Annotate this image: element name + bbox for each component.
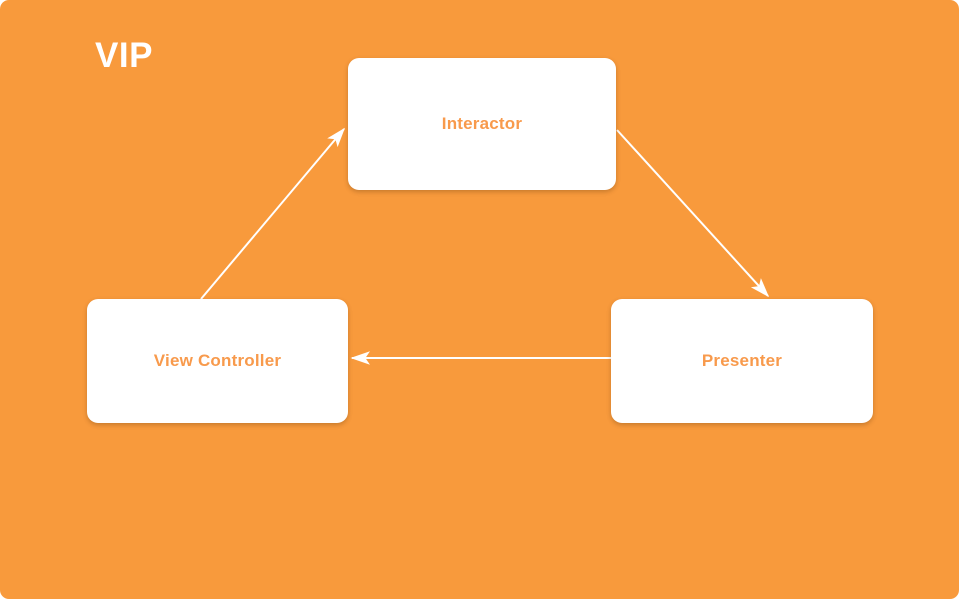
node-view-controller[interactable]: View Controller <box>87 299 348 423</box>
edge-interactor-to-presenter <box>616 129 770 298</box>
node-presenter[interactable]: Presenter <box>611 299 873 423</box>
node-view-controller-label: View Controller <box>153 351 282 370</box>
page-title: VIP <box>95 36 153 75</box>
node-presenter-label: Presenter <box>701 351 783 370</box>
node-interactor-label: Interactor <box>441 114 523 133</box>
node-interactor[interactable]: Interactor <box>348 58 616 190</box>
edge-view-controller-to-interactor <box>200 127 346 300</box>
